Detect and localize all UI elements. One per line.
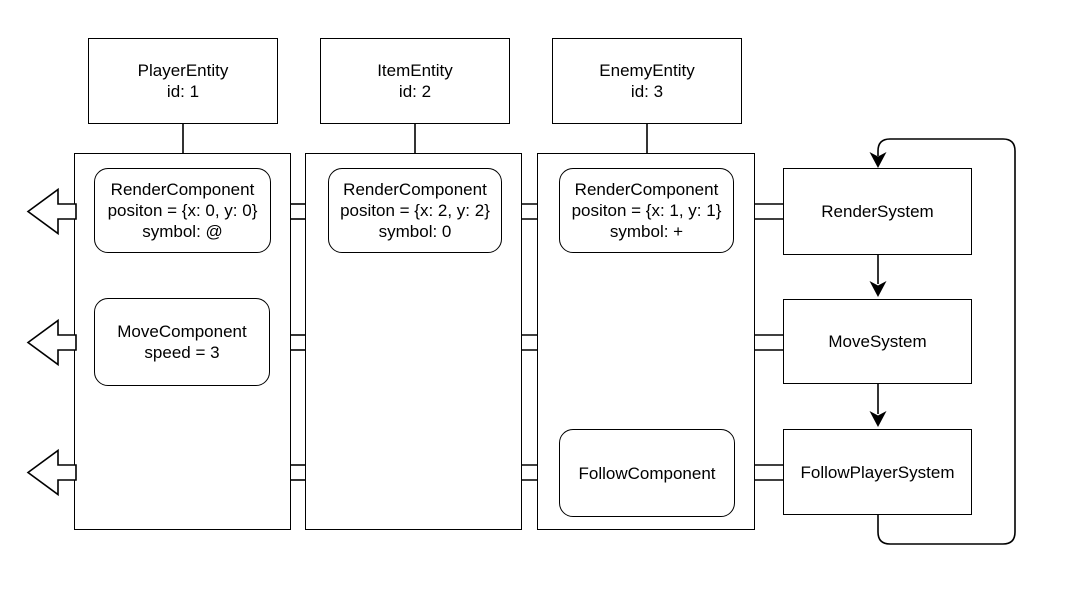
component-name: RenderComponent [110,180,255,199]
system-label: MoveSystem [828,332,927,351]
entity-title: PlayerEntity [137,61,229,80]
component-speed: speed = 3 [144,343,220,362]
system-label: FollowPlayerSystem [800,462,955,482]
entity-title: ItemEntity [377,61,453,80]
component-position: positon = {x: 2, y: 2} [340,201,490,220]
left-block-arrow-icon [26,448,77,497]
arrowhead-down-icon [869,411,887,427]
render-component-player: RenderComponent positon = {x: 0, y: 0} s… [94,168,271,253]
entity-id: id: 2 [398,82,432,101]
entity-id: id: 1 [166,82,200,101]
entity-box-player: PlayerEntity id: 1 [88,38,278,124]
system-box-move: MoveSystem [783,299,972,384]
entity-id: id: 3 [630,82,664,101]
entity-box-enemy: EnemyEntity id: 3 [552,38,742,124]
component-name: RenderComponent [574,180,719,199]
component-name: MoveComponent [117,322,247,341]
entity-box-item: ItemEntity id: 2 [320,38,510,124]
render-component-item: RenderComponent positon = {x: 2, y: 2} s… [328,168,502,253]
component-symbol: symbol: + [609,222,684,241]
follow-component-enemy: FollowComponent [559,429,735,517]
left-block-arrow-icon [26,318,77,367]
system-label: RenderSystem [821,202,934,221]
arrowhead-down-icon [869,152,887,168]
component-name: RenderComponent [343,180,487,199]
move-component-player: MoveComponent speed = 3 [94,298,270,386]
system-box-followplayer: FollowPlayerSystem [783,429,972,515]
arrowhead-down-icon [869,281,887,297]
component-symbol: symbol: 0 [378,222,452,241]
system-box-render: RenderSystem [783,168,972,255]
entity-title: EnemyEntity [599,61,695,80]
component-symbol: symbol: @ [142,222,223,241]
component-position: positon = {x: 1, y: 1} [571,201,722,220]
component-name: FollowComponent [578,463,716,483]
left-block-arrow-icon [26,187,77,236]
component-position: positon = {x: 0, y: 0} [107,201,258,220]
render-component-enemy: RenderComponent positon = {x: 1, y: 1} s… [559,168,734,253]
